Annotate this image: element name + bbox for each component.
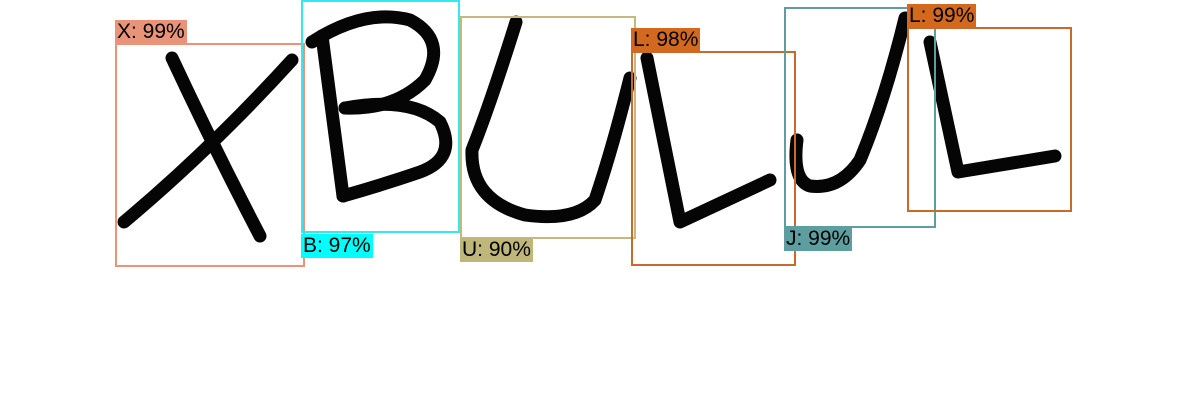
detection-box-b [301,0,460,233]
detection-box-x [115,43,305,267]
detection-label-b: B: 97% [301,234,373,258]
letter-b-stroke [336,97,453,203]
letter-l-stroke [640,51,777,229]
letter-u-stroke [465,15,637,224]
letter-x-stroke [165,51,267,243]
detection-box-u [460,16,636,239]
detection-box-l [631,51,796,266]
detection-label-x: X: 99% [115,20,187,44]
detection-label-u: U: 90% [460,238,533,262]
detection-label-l: L: 98% [631,28,701,52]
letter-l-stroke [923,35,1062,179]
letter-b-stroke [315,29,350,203]
detection-box-j [784,7,936,228]
letter-j-stroke [789,11,912,193]
detection-label-l: L: 99% [907,4,977,28]
letter-x-stroke [117,53,299,229]
detection-box-l [907,27,1072,212]
detection-label-j: J: 99% [784,227,853,251]
